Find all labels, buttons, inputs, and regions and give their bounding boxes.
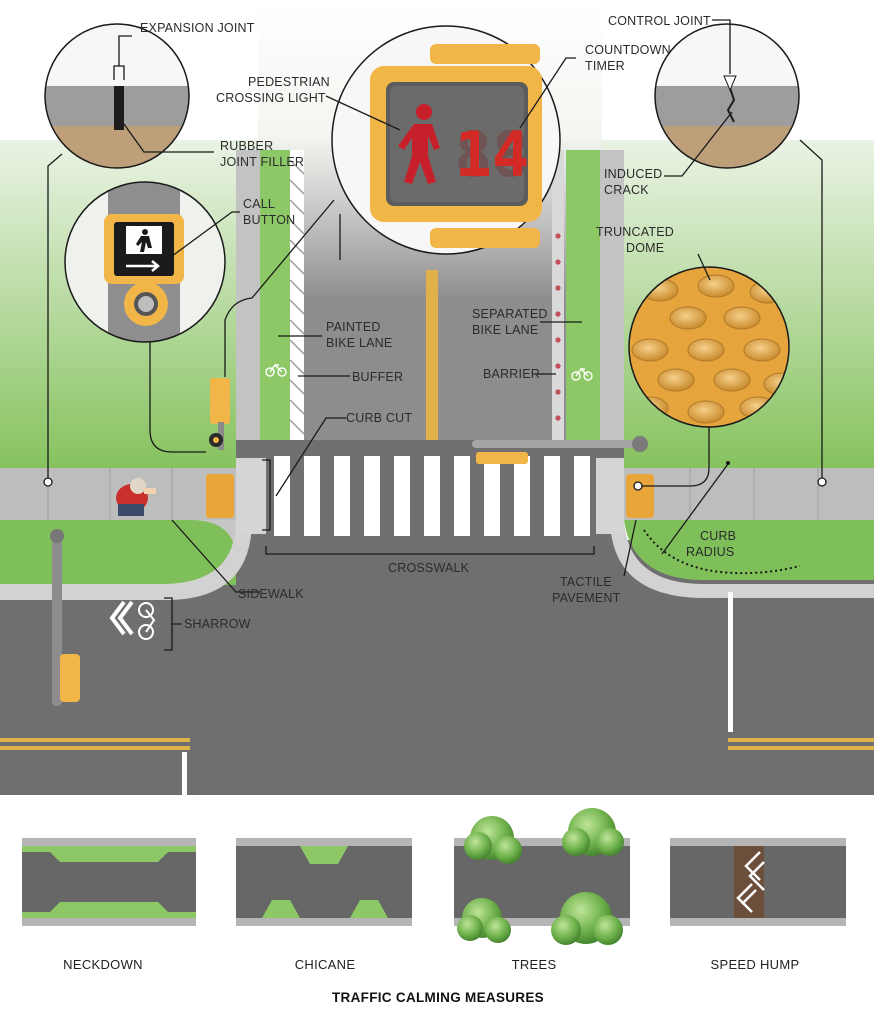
induced-crack [726,87,736,123]
walking-person-icon [398,104,440,184]
speed-hump [734,846,764,918]
countdown-timer-label-2: TIMER [585,59,625,73]
call-button-label-2: BUTTON [243,213,295,227]
tree-icon [457,808,624,945]
tactile-pad-right [626,474,654,518]
curb-cut-label: CURB CUT [346,411,412,425]
control-joint-label: CONTROL JOINT [608,14,711,28]
barrier [552,150,564,442]
trees-diagram [454,808,630,945]
curb-cut-right [596,458,624,534]
sidewalk-left-vertical [236,150,260,468]
painted-bike-lane [260,150,290,442]
painted-bike-lane-label-2: BIKE LANE [326,336,392,350]
neckdown-diagram [22,838,196,926]
countdown-display: 88 14 [455,118,530,191]
pole-signal-head [60,654,80,702]
chicane-diagram [236,838,412,926]
center-line [426,270,438,442]
truncated-dome-label-2: DOME [626,241,664,255]
rubber-joint-filler-label-1: RUBBER [220,139,273,153]
induced-crack-label-1: INDUCED [604,167,662,181]
expansion-joint-callout [44,23,214,169]
svg-text:88: 88 [455,118,530,191]
countdown-timer-label-1: COUNTDOWN [585,43,671,57]
expansion-joint-label: EXPANSION JOINT [140,21,255,35]
crosswalk-label: CROSSWALK [388,561,470,575]
traffic-calming-title: TRAFFIC CALMING MEASURES [332,990,544,1005]
curb-radius-label-1: CURB [700,529,736,543]
truncated-dome-label-1: TRUNCATED [596,225,674,239]
painted-bike-lane-label-1: PAINTED [326,320,381,334]
chicane-label: CHICANE [295,957,356,972]
barrier-label: BARRIER [483,367,540,381]
neckdown-label: NECKDOWN [63,957,143,972]
call-button-callout [64,181,240,343]
speed-hump-diagram [670,838,846,926]
pedestrian-crossing-light-label-2: CROSSING LIGHT [216,91,326,105]
induced-crack-label-2: CRACK [604,183,649,197]
separated-bike-lane-label-1: SEPARATED [472,307,548,321]
pedestrian [116,478,156,516]
sharrow-label: SHARROW [184,617,251,631]
separated-bike-lane-label-2: BIKE LANE [472,323,538,337]
trees-label: TREES [512,957,557,972]
buffer [290,150,304,442]
countdown-value: 14 [455,118,530,191]
sharrow-marking [109,600,156,640]
call-button-label-1: CALL [243,197,275,211]
curb-radius-label-2: RADIUS [686,545,734,559]
curb-cut-left [236,458,266,534]
tactile-pad-left [206,474,234,518]
pedestrian-signal-callout: 88 14 [325,25,576,255]
rubber-joint-filler-label-2: JOINT FILLER [220,155,304,169]
tactile-pavement-label-2: PAVEMENT [552,591,621,605]
rubber-joint-filler [114,86,124,130]
signal-pole [52,530,62,706]
pedestrian-crossing-light-label-1: PEDESTRIAN [248,75,330,89]
mast-signal [476,452,528,464]
crosswalk-stripes [274,456,590,536]
curb-radius-curve [643,529,801,575]
sidewalk-right-vertical [600,150,624,468]
sidewalk-label: SIDEWALK [238,587,304,601]
speed-hump-label: SPEED HUMP [711,957,800,972]
tactile-pavement-label-1: TACTILE [560,575,612,589]
buffer-label: BUFFER [352,370,403,384]
call-button-post [210,378,230,424]
traffic-calming-section: NECKDOWN CHICANE TREES SPEED HUMP TRAFFI… [22,808,846,1005]
mast-arm [472,440,642,448]
sidewalk-right [624,468,874,520]
separated-bike-lane [566,150,600,442]
